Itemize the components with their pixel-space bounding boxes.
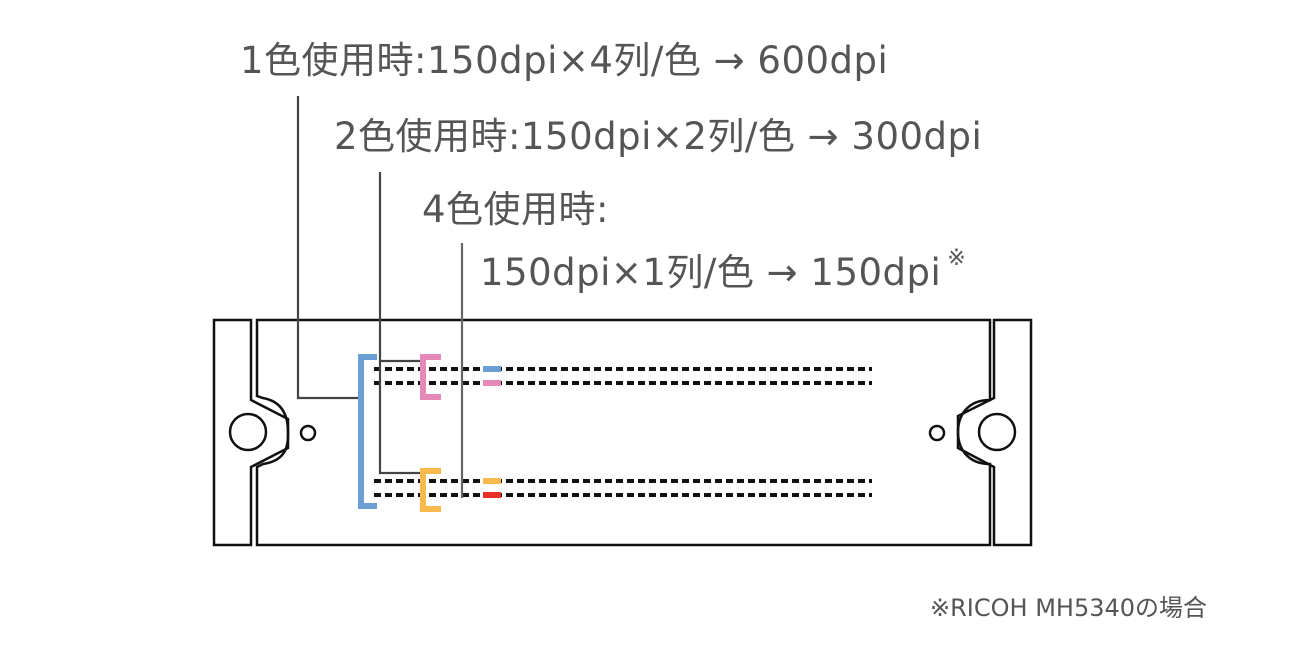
one-color-bracket: [358, 354, 377, 509]
right-mount-hole: [977, 412, 1017, 452]
left-mount-hole: [228, 412, 268, 452]
four-color-title: 4色使用時:: [422, 188, 610, 231]
four-color-value: 150dpi×1列/色 → 150dpi※: [480, 248, 966, 294]
left-end-cap: [212, 318, 290, 547]
row-marker-orange: [483, 478, 501, 484]
nozzle-rows: [374, 367, 872, 497]
two-color-label: 2色使用時:150dpi×2列/色 → 300dpi: [334, 115, 983, 158]
leader-two-color: [378, 172, 420, 475]
one-color-label: 1色使用時:150dpi×4列/色 → 600dpi: [240, 39, 889, 82]
right-end-cap: [956, 318, 1033, 547]
left-small-hole: [299, 424, 317, 442]
two-color-bracket-bottom: [420, 468, 441, 512]
row-marker-pink: [483, 380, 501, 386]
note-mark: ※: [947, 246, 967, 271]
four-color-value-text: 150dpi×1列/色 → 150dpi: [480, 251, 942, 294]
leader-lines: [296, 96, 464, 498]
right-small-hole: [928, 424, 946, 442]
footnote: ※RICOH MH5340の場合: [930, 594, 1208, 622]
row-marker-blue: [483, 366, 501, 372]
row-marker-red: [483, 492, 501, 498]
two-color-bracket-top: [420, 354, 441, 400]
head-body: [255, 318, 992, 547]
leader-one-color: [296, 96, 358, 400]
